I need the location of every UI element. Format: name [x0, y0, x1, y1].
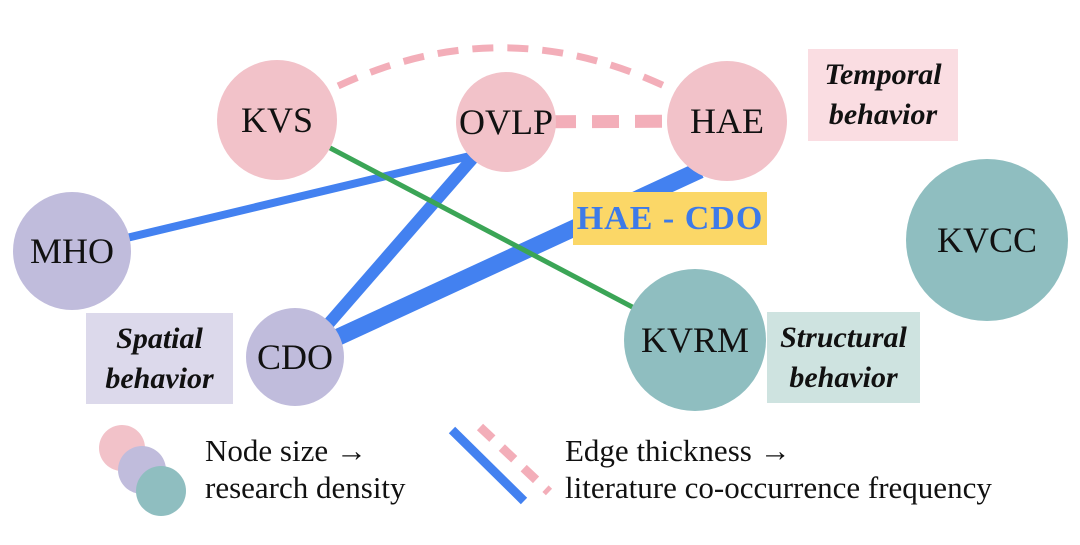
node-ovlp: [456, 72, 556, 172]
legend-node-teal-icon: [136, 466, 186, 516]
group-label-temporal: Temporal behavior: [808, 49, 958, 141]
node-label-cdo: CDO: [257, 337, 333, 377]
edge-ovlp-cdo: [305, 146, 485, 349]
group-label-spatial: Spatial behavior: [86, 313, 233, 404]
legend-dashed-edge-icon: [476, 423, 553, 496]
node-label-ovlp: OVLP: [459, 102, 553, 142]
node-kvrm: [624, 269, 766, 411]
group-label-structural-line1: Structural: [780, 320, 907, 354]
node-hae: [667, 61, 787, 181]
node-cdo: [246, 308, 344, 406]
legend-node-size-line1: Node size →: [205, 433, 367, 468]
node-label-hae: HAE: [690, 101, 764, 141]
node-label-kvcc: KVCC: [937, 220, 1037, 260]
group-label-structural-line2: behavior: [789, 360, 898, 394]
legend-node-size-caption: Node size → research density: [205, 432, 406, 506]
legend-node-size-line2: research density: [205, 470, 406, 505]
legend-edge-thickness-line2: literature co-occurrence frequency: [565, 470, 992, 505]
edge-highlight-text: HAE - CDO: [576, 199, 764, 237]
edge-highlight-label-hae-cdo: HAE - CDO: [573, 192, 767, 245]
edge-mho-ovlp: [71, 146, 496, 255]
node-kvs: [217, 60, 337, 180]
node-label-mho: MHO: [30, 231, 114, 271]
edge-kvs-kvrm: [275, 117, 697, 343]
group-label-temporal-line1: Temporal: [824, 58, 942, 91]
group-label-spatial-line1: Spatial: [116, 321, 203, 355]
edge-kvs-hae-dashed: [275, 44, 729, 124]
legend-edge-thickness-line1: Edge thickness →: [565, 433, 791, 468]
group-label-spatial-line2: behavior: [105, 361, 214, 395]
legend-solid-edge-icon: [448, 426, 528, 505]
node-label-kvrm: KVRM: [641, 320, 749, 360]
node-mho: [13, 192, 131, 310]
node-label-kvs: KVS: [241, 100, 313, 140]
node-kvcc: [906, 159, 1068, 321]
group-label-temporal-line2: behavior: [828, 98, 938, 131]
group-label-structural: Structural behavior: [767, 312, 920, 403]
legend-edge-thickness-caption: Edge thickness → literature co-occurrenc…: [565, 432, 992, 506]
